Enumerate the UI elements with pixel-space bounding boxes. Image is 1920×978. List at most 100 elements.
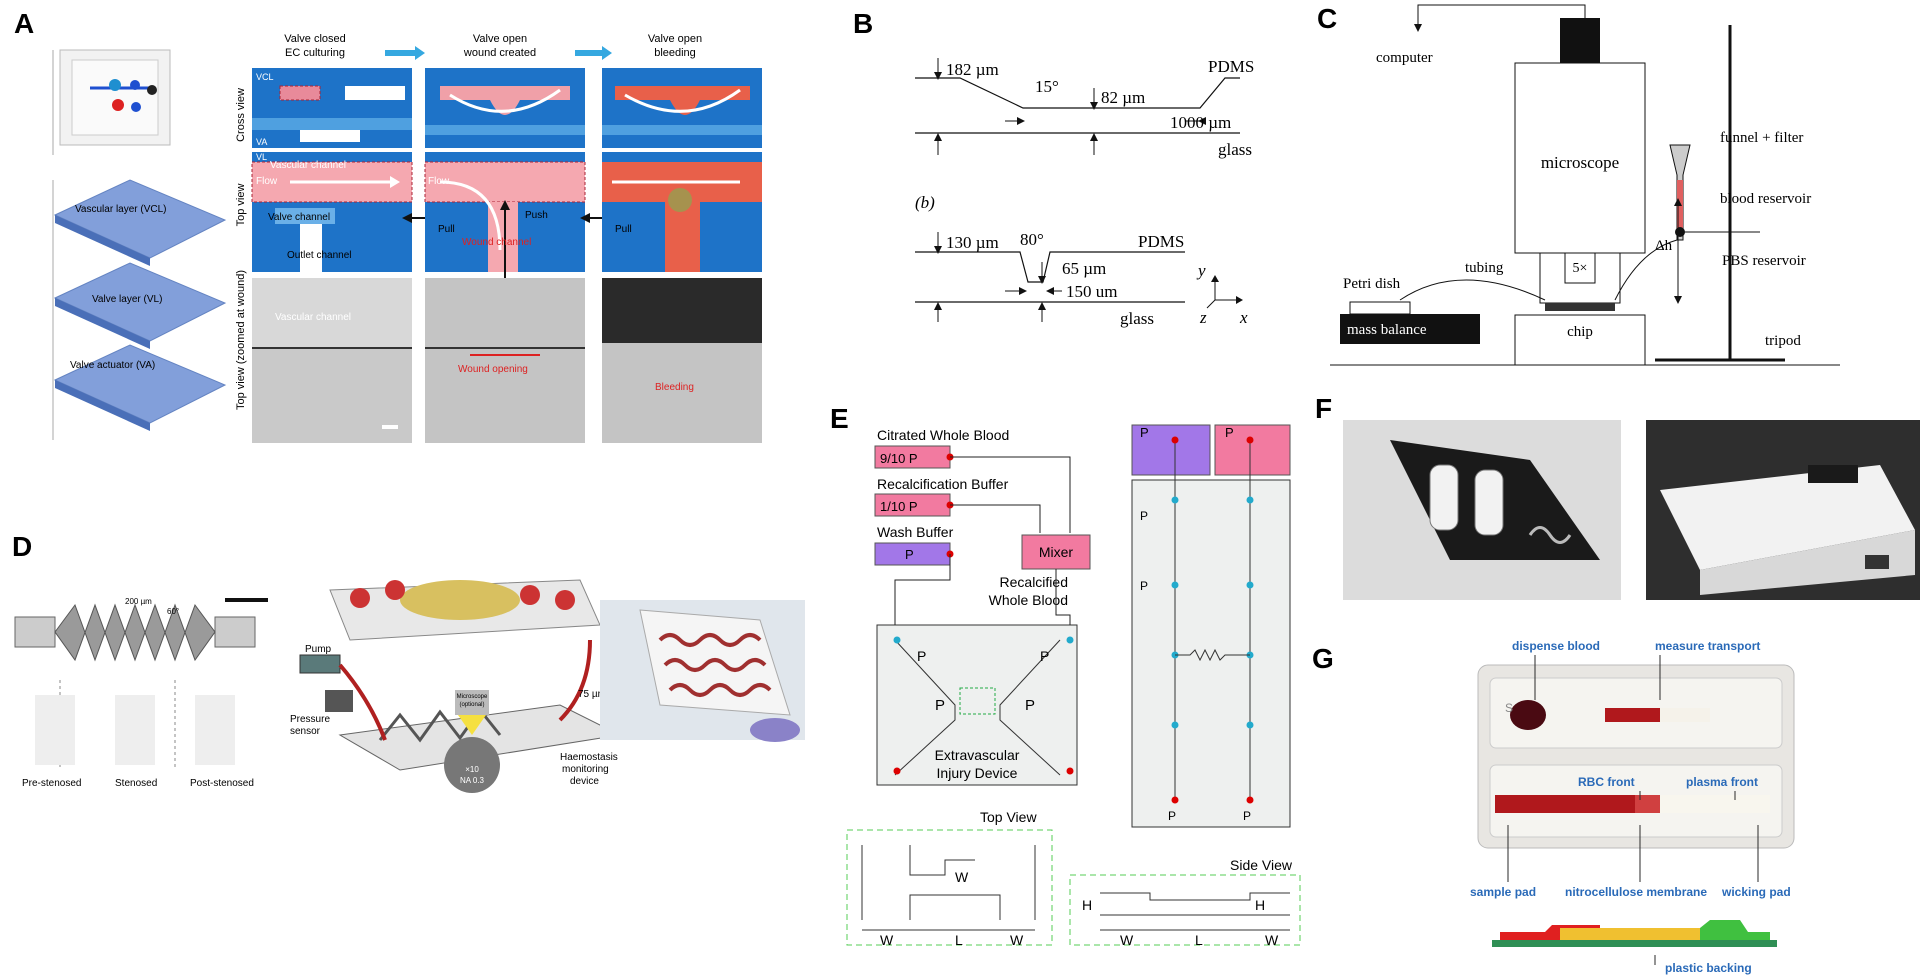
label-plastic-backing: plastic backing [1665,961,1752,975]
label-flow: Flow [256,176,278,187]
label-nitrocellulose: nitrocellulose membrane [1565,885,1707,899]
label-wi: W [955,869,969,885]
dim-182: 182 µm [946,60,999,79]
col-header-3b: bleeding [654,47,696,59]
label-pb-prime: P [1040,648,1049,664]
zoom-view-2 [425,278,585,443]
strip-membrane [1560,928,1720,940]
label-recalc-buffer: Recalcification Buffer [877,476,1009,492]
label-c-pb: P [1225,425,1234,440]
label-haemostasis-2: monitoring [562,764,609,775]
layer-label-vl: Valve layer (VL) [92,294,162,305]
label-funnel: funnel + filter [1720,130,1803,146]
mass-balance [1340,314,1480,344]
panel-f: F [1315,393,1920,600]
dim-1000: 1000 µm [1170,113,1231,132]
label-valve-channel: Valve channel [268,212,330,223]
col-header-3a: Valve open [648,33,702,45]
label-blood-reservoir: blood reservoir [1720,191,1811,207]
label-hi: H [1255,897,1265,913]
col-header-1b: EC culturing [285,47,345,59]
label-vascular-zoom: Vascular channel [275,312,351,323]
label-computer: computer [1376,50,1433,66]
label-pbs-reservoir: PBS reservoir [1722,253,1806,269]
label-h: H [1082,897,1092,913]
label-glass-a: glass [1218,140,1252,159]
label-pw: P [905,547,914,562]
panel-letter-a: A [14,8,34,39]
strip-backing [1492,940,1777,947]
label-c-pcw: P [1140,579,1148,593]
label-wash-buffer: Wash Buffer [877,524,954,540]
label-plasma-front: plasma front [1686,775,1758,789]
dim-80deg: 80° [1020,230,1044,249]
col-header-2a: Valve open [473,33,527,45]
panel-g: G S dispense blood measure transport RBC… [1312,639,1795,975]
label-flow-2: Flow [428,176,450,187]
panel-a: A Vascular layer (VCL) Valve layer (VL) … [14,8,762,443]
label-pull-1: Pull [438,224,455,235]
camera [1560,18,1600,63]
label-sample-pad: sample pad [1470,885,1536,899]
row-label-zoom: Top view (zoomed at wound) [235,270,247,410]
label-pull-2: Pull [615,224,632,235]
injury-device [876,624,1078,786]
label-rbc-front: RBC front [1578,775,1635,789]
tag-vcl: VCL [256,72,274,82]
label-sensor: sensor [290,726,321,737]
label-extravascular: Extravascular [935,747,1020,763]
label-200um: 200 µm [125,597,152,606]
label-c-p0-right: P [1243,809,1251,823]
panel-d: D 200 µm 60° Pre-stenosed Stenosed Post-… [12,531,805,793]
label-c-pw: P [1140,425,1149,440]
stenosis-channel [54,603,216,662]
label-haemostasis-3: device [570,776,599,787]
panel-letter-d: D [12,531,32,562]
label-tripod: tripod [1765,333,1801,349]
label-c-pw-prime: P [1140,509,1148,523]
label-haemostasis-1: Haemostasis [560,752,618,763]
label-delta-h: Δh [1655,238,1673,254]
label-c-p0-left: P [1168,809,1176,823]
label-microscope-d2: (optional) [459,702,484,708]
label-post-stenosed: Post-stenosed [190,778,254,789]
strip-wicking-pad [1700,920,1770,940]
label-w-left: W [880,932,894,948]
panel-c: C computer microscope 5× chip funnel + f… [1317,3,1840,366]
label-stenosed: Stenosed [115,778,157,789]
circuit-diagram [1131,479,1291,828]
dim-65: 65 µm [1062,259,1106,278]
layer-label-va: Valve actuator (VA) [70,360,155,371]
label-b-sub: (b) [915,193,935,212]
dim-15deg: 15° [1035,77,1059,96]
label-sv-li: L [1195,932,1203,948]
panel-letter-f: F [1315,393,1332,424]
label-whole-blood: Whole Blood [989,592,1068,608]
label-bleeding: Bleeding [655,382,694,393]
label-5x: 5× [1573,261,1588,276]
panel-letter-b: B [853,8,873,39]
label-li: L [955,932,963,948]
label-side-view: Side View [1230,857,1293,873]
label-petri-dish: Petri dish [1343,276,1401,292]
label-p2: P [935,697,945,714]
label-top-view: Top View [980,809,1037,825]
label-measure-transport: measure transport [1655,639,1760,653]
label-s: S [1505,701,1513,715]
label-wound-opening: Wound opening [458,364,528,375]
row-label-cross: Cross view [235,88,247,142]
axis-z: z [1199,308,1207,327]
side-view-detail [1069,874,1301,946]
label-obj-mag: ×10 [465,765,479,774]
label-pump: Pump [305,644,332,655]
panel-letter-c: C [1317,3,1337,34]
label-60deg: 60° [167,607,179,616]
layer-label-vcl: Vascular layer (VCL) [75,204,167,215]
dim-150: 150 um [1066,282,1117,301]
box-pw-circuit [1131,424,1211,476]
label-pdms-b: PDMS [1138,232,1184,251]
label-obj-na: NA 0.3 [460,776,485,785]
label-mass-balance: mass balance [1347,322,1427,338]
label-pdms-a: PDMS [1208,57,1254,76]
